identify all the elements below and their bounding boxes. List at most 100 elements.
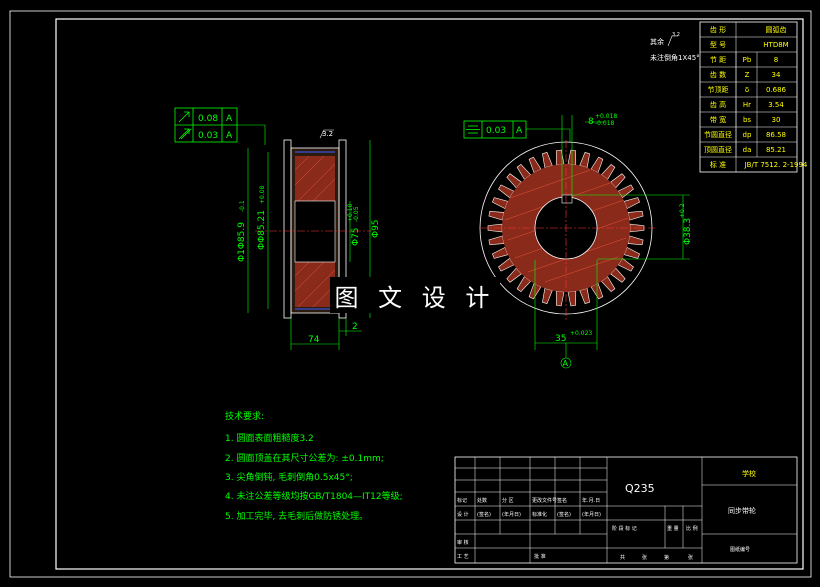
datum-label: A — [563, 359, 569, 368]
param-symbol: dp — [743, 131, 752, 139]
note-item: 5. 加工完毕, 去毛刺后做防锈处理。 — [225, 510, 368, 522]
param-label: 齿 形 — [710, 26, 726, 34]
title-block-row2-cell: (签名) — [477, 511, 491, 518]
title-block: Q235 学校 同步带轮 图纸编号 标记处数分 区更改文件号签名年.月.日 设 … — [454, 456, 798, 564]
gdt-leader — [237, 124, 266, 145]
note-item: 1. 圆面表面粗糙度3.2 — [225, 432, 314, 444]
weight-header: 重 量 — [667, 525, 679, 532]
datum-circle — [560, 357, 572, 369]
bore-section — [294, 200, 336, 263]
note-item: 4. 未注公差等级均按GB/T1804—IT12等级; — [225, 490, 403, 502]
scale-header: 比 例 — [686, 525, 698, 532]
inner-frame — [55, 18, 804, 570]
corner-note-roughness: 3.2 — [672, 32, 680, 38]
param-label: 带 宽 — [710, 115, 726, 124]
dim-root: ΦΦ85.21 — [257, 210, 267, 250]
flange-left — [283, 139, 292, 319]
param-label: 齿 数 — [710, 70, 726, 79]
param-symbol: Pb — [743, 56, 752, 64]
sheet-unit: 张 — [642, 554, 647, 561]
title-block-header-cell: 处数 — [477, 497, 487, 504]
gdt-leader — [526, 128, 571, 142]
title-block-border — [454, 456, 798, 564]
param-value: 3.54 — [768, 101, 784, 109]
title-block-header-cell: 更改文件号 — [532, 497, 557, 504]
approve-label: 批 准 — [534, 553, 546, 560]
title-block-header-cell: 分 区 — [502, 497, 514, 504]
roughness-icon — [667, 35, 678, 47]
hatch-bottom — [295, 262, 335, 307]
param-value: 34 — [772, 71, 781, 79]
gear-tooth — [488, 210, 505, 221]
dim-flange: Φ95 — [371, 219, 381, 238]
sheet-total: 共 — [620, 554, 625, 561]
top-roughness-value: 3.2 — [322, 130, 333, 138]
company: 学校 — [742, 469, 756, 478]
param-symbol: δ — [745, 86, 749, 94]
gear-tooth — [579, 152, 590, 168]
param-label: 节顶距 — [708, 86, 729, 94]
param-value: 圆弧齿 — [766, 25, 787, 34]
width-tol: +0.023 — [570, 330, 592, 337]
material: Q235 — [625, 482, 655, 495]
dim-outer-tip: Φ1Φ85.9 — [237, 222, 247, 262]
gear-tooth — [623, 246, 640, 259]
gear-tooth — [555, 149, 565, 166]
total-runout-icon — [178, 128, 192, 140]
gdt-box — [463, 120, 527, 139]
bore-tol: +0.2 — [679, 203, 686, 218]
dim-hub-tol-dn: -0.05 — [353, 206, 360, 222]
title-block-row2-cell: (年月日) — [502, 511, 521, 518]
drawing-no: 图纸编号 — [730, 546, 750, 553]
dim-hub: Φ75 — [351, 227, 361, 246]
craft-label: 工 艺 — [457, 554, 469, 560]
dim-root-tol: +0.08 — [259, 185, 266, 204]
title-block-row2-cell: 标准化 — [532, 511, 547, 518]
gdt-row1-value: 0.08 — [198, 114, 218, 124]
width-value: 35 — [555, 334, 566, 344]
param-symbol: bs — [743, 116, 751, 124]
keyway-dim — [561, 115, 605, 195]
gdt-row1-datum: A — [226, 114, 233, 124]
bore-value: Φ38.3 — [683, 218, 693, 245]
hatch-top — [295, 156, 335, 201]
part-name: 同步带轮 — [728, 506, 756, 515]
gear-tooth — [555, 290, 565, 307]
param-label: 型 号 — [710, 40, 726, 49]
param-value: 86.58 — [766, 131, 786, 139]
gear-tooth — [579, 288, 590, 304]
side-section-view: 0.08 A 0.03 A 3.2 — [174, 107, 381, 350]
title-block-grid — [455, 457, 797, 563]
gdt-right-value: 0.03 — [486, 126, 506, 136]
param-label: 齿 高 — [710, 100, 726, 109]
title-block-row2: 设 计(签名)(年月日)标准化(签名)(年月日) — [457, 511, 601, 518]
param-value: HTD8M — [763, 41, 788, 49]
param-value: 0.686 — [766, 86, 787, 94]
gear-tooth — [492, 197, 509, 210]
width-dim — [534, 260, 598, 358]
param-value: 85.21 — [766, 146, 786, 154]
title-block-row2-cell: (年月日) — [582, 511, 601, 518]
dim-width2: 2 — [352, 322, 358, 332]
sheet-no: 第 — [664, 554, 669, 561]
param-label: 顶圆直径 — [704, 145, 732, 154]
gdt-frame-left: 0.08 A 0.03 A — [174, 107, 266, 145]
notes-title: 技术要求: — [225, 410, 264, 422]
keyway — [561, 194, 573, 204]
param-value: JB/T 7512. 2-1994 — [744, 161, 808, 169]
gear-tooth — [492, 246, 509, 259]
gear-tooth — [627, 235, 644, 246]
dim-hub-tol-up: +0.10 — [347, 203, 354, 222]
param-label: 标 准 — [710, 160, 726, 169]
corner-note: 其余 3.2 未注倒角1X45° — [650, 32, 700, 62]
gdt-right-datum: A — [516, 126, 523, 136]
gdt-row2-datum: A — [226, 131, 233, 141]
title-block-headers: 标记处数分 区更改文件号签名年.月.日 — [457, 497, 600, 504]
front-view: 0.03 A 8 +0.018 -0.018 Φ38.3 +0.2 — [463, 113, 693, 369]
bore-dim — [572, 194, 690, 260]
symmetry-icon — [466, 125, 480, 134]
runout-icon — [178, 111, 190, 123]
title-block-row2-cell: (签名) — [557, 511, 571, 518]
param-symbol: Z — [745, 71, 750, 79]
